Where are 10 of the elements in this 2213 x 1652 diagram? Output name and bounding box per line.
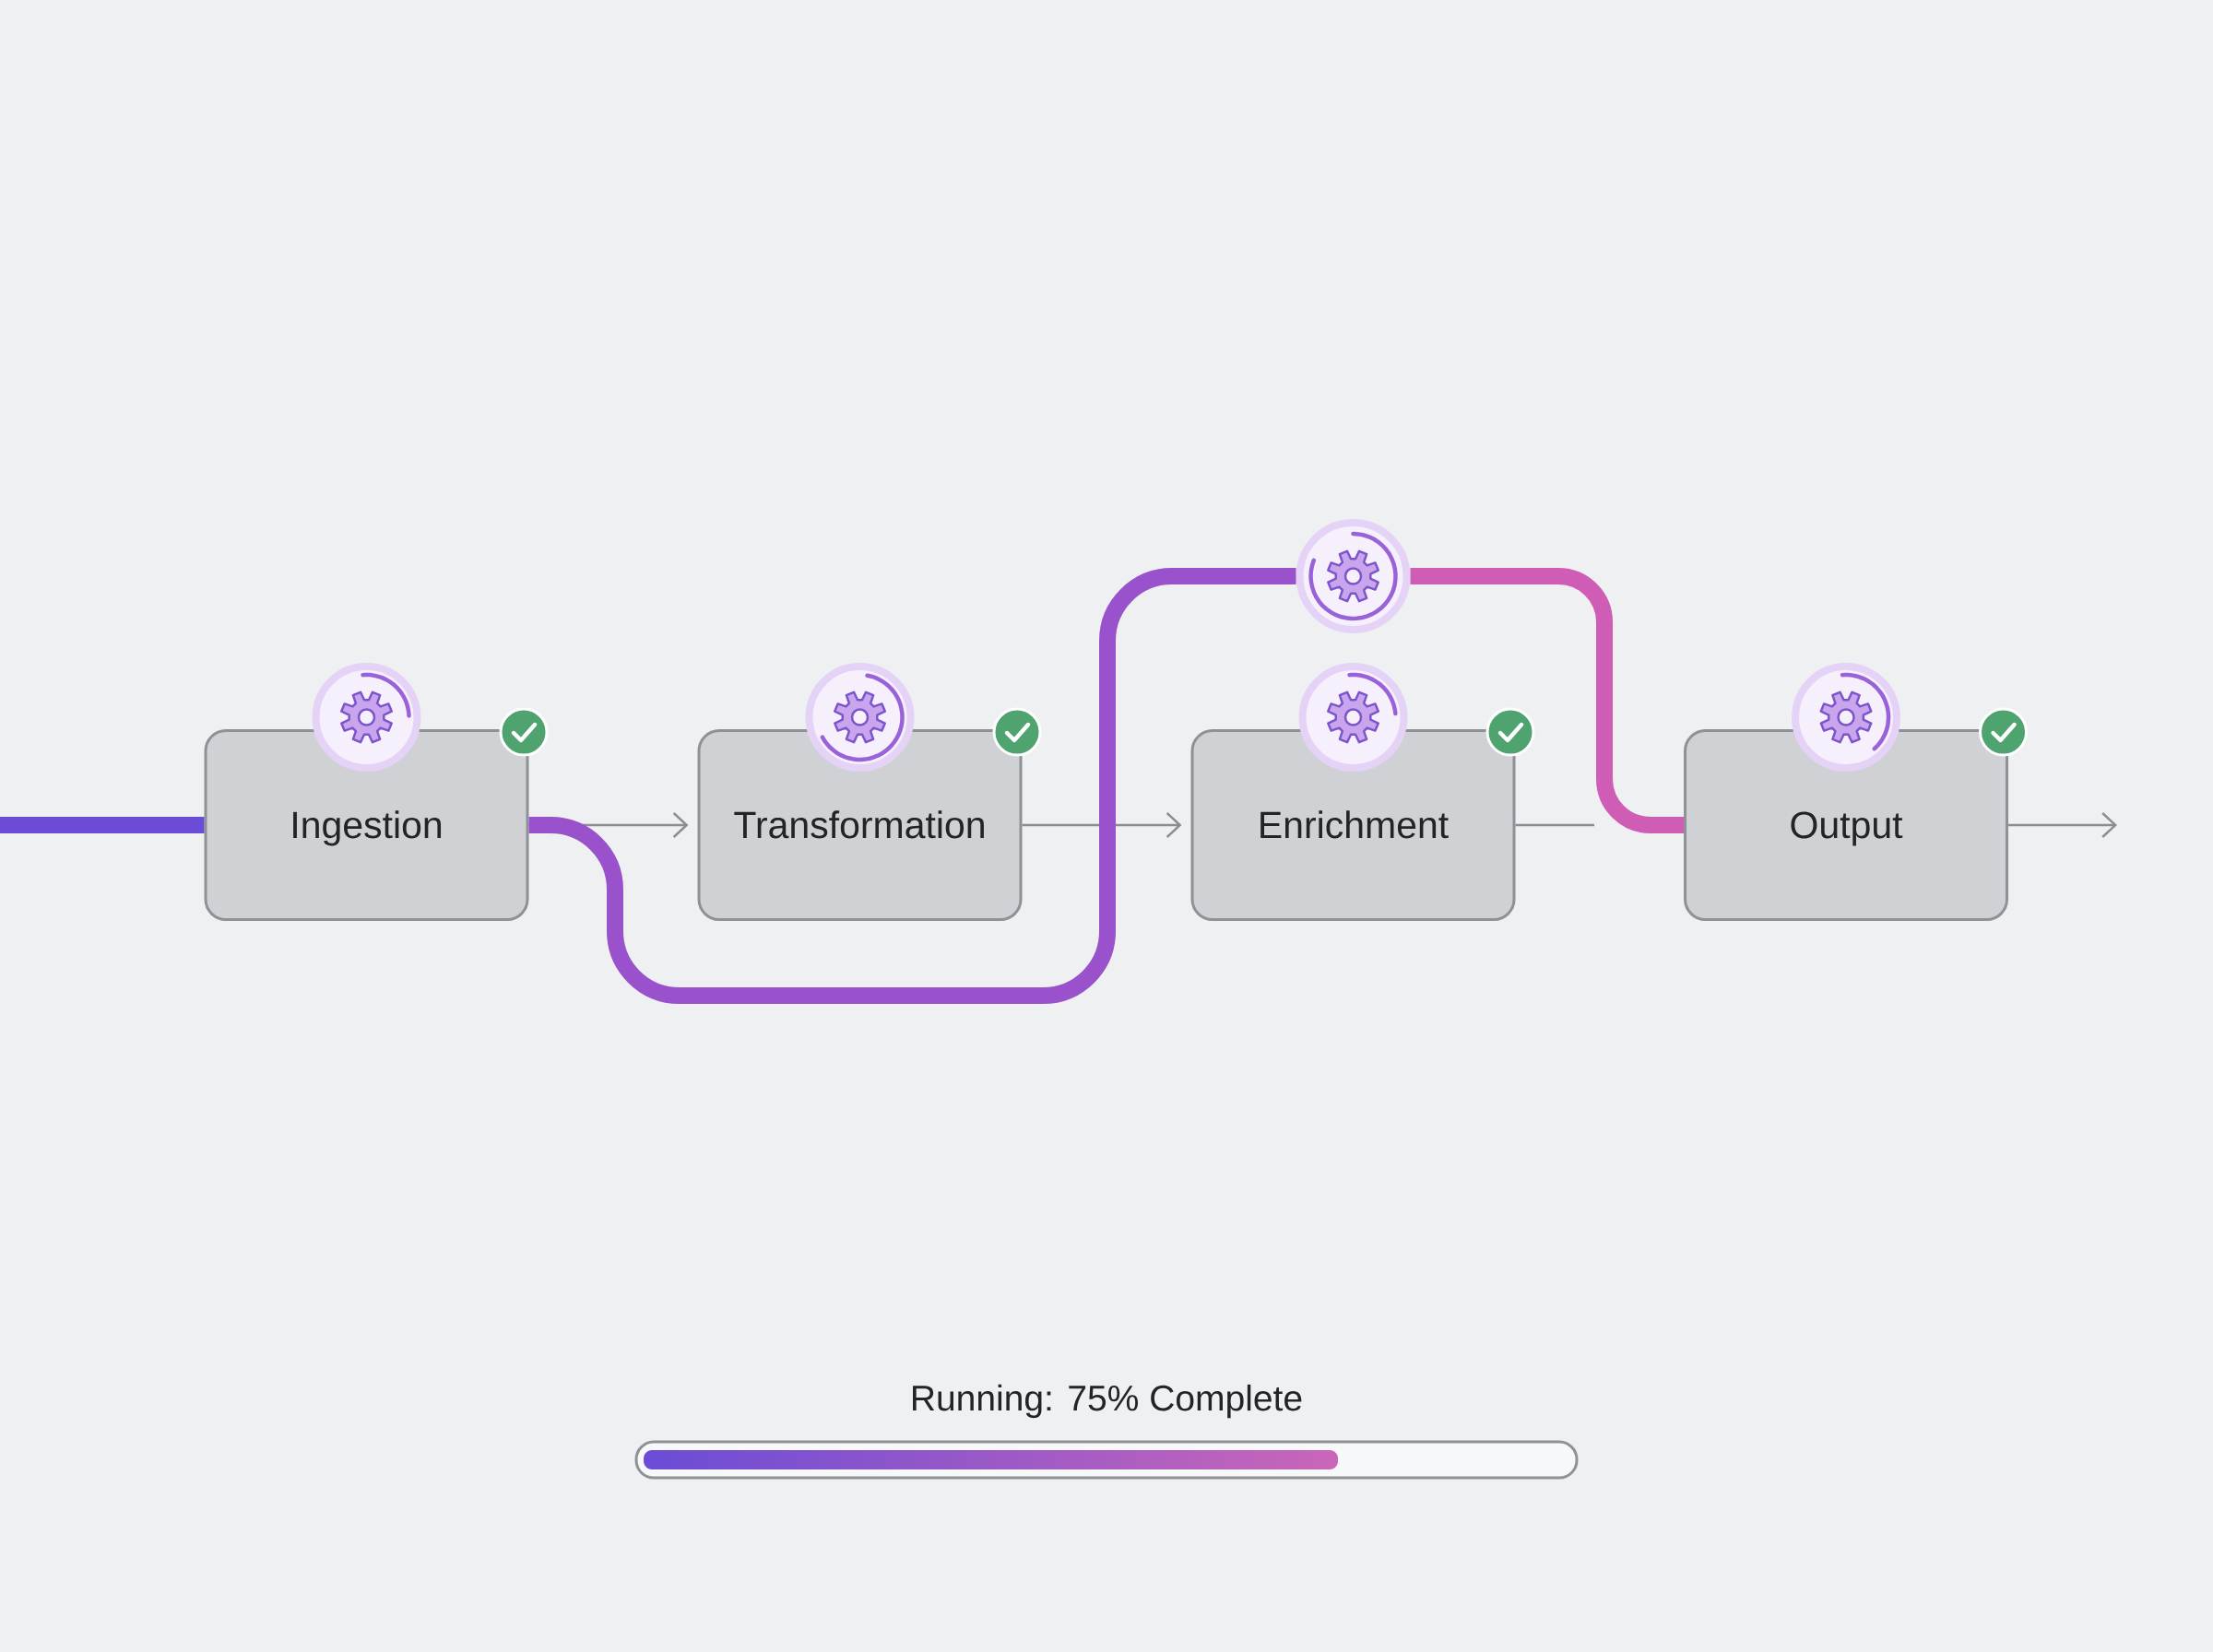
process-box: Transformation <box>697 729 1023 921</box>
process-box: Output <box>1684 729 2009 921</box>
pipe <box>528 568 1296 1004</box>
status-text: Running: 75% Complete <box>913 1384 1302 1419</box>
arrow <box>1022 812 1182 838</box>
process-box: Enrichment <box>1190 729 1516 921</box>
connector-line <box>1515 823 1594 827</box>
pipe <box>0 817 205 833</box>
arrow <box>2008 812 2118 838</box>
process-box: Ingestion <box>204 729 529 921</box>
